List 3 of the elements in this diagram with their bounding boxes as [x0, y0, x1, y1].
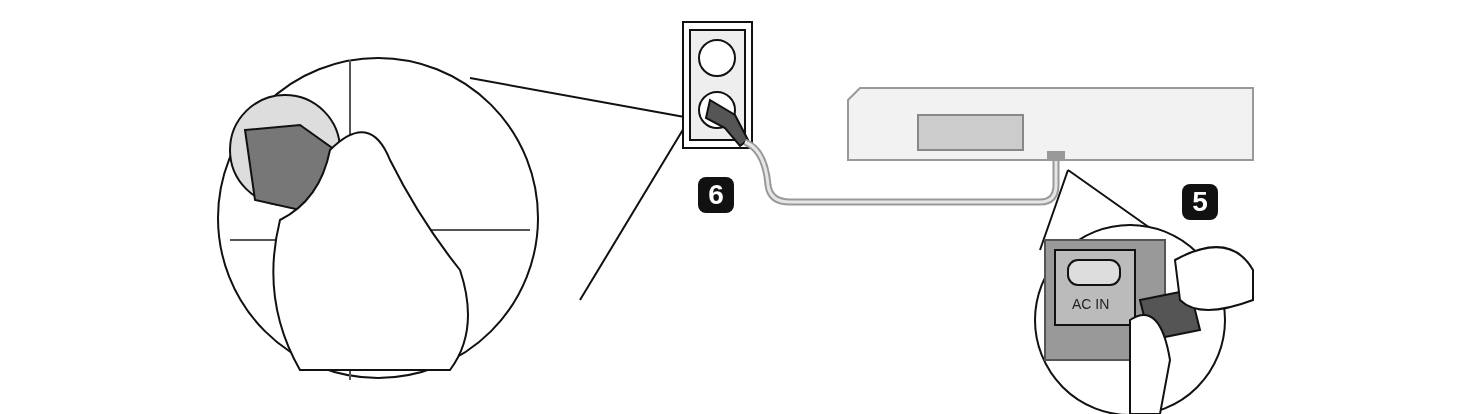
- callout-number: 5: [1182, 184, 1218, 220]
- callout-number: 6: [698, 177, 734, 213]
- port-label: AC IN: [1072, 296, 1110, 312]
